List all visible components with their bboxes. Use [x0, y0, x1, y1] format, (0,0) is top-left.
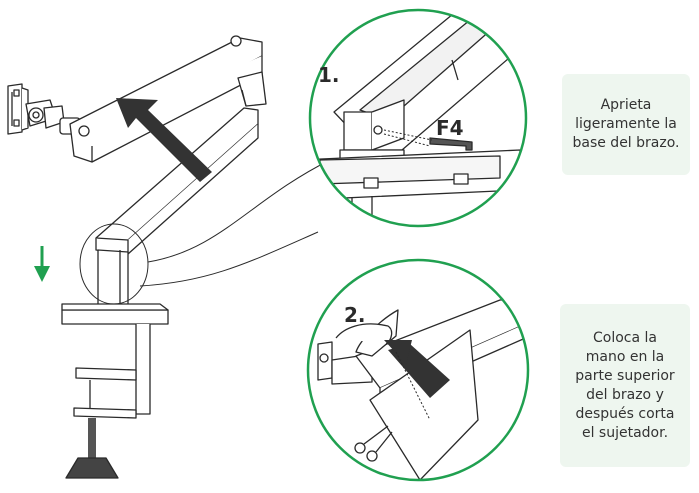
step-1-number: 1.	[318, 63, 340, 87]
detail-step-1: 1. F4	[308, 8, 528, 228]
note-2-line-3: parte superior	[575, 367, 675, 384]
pole	[97, 249, 129, 307]
zoom-connector-2	[139, 231, 319, 287]
monitor-arm-illustration	[7, 35, 267, 479]
tool-label-f4: F4	[436, 116, 464, 140]
instruction-note-2: Coloca la mano en la parte superior del …	[560, 304, 690, 467]
step-2-number: 2.	[344, 303, 366, 327]
zoom-lens	[79, 223, 149, 305]
upper-arm	[69, 35, 267, 163]
vesa-mount	[7, 83, 81, 135]
note-2-line-5: después corta	[575, 405, 675, 422]
note-2-line-1: Coloca la	[593, 329, 657, 346]
instruction-note-1: Aprieta ligeramente la base del brazo.	[562, 74, 690, 175]
note-1-line-3: base del brazo.	[572, 135, 680, 151]
scissors-icon	[354, 425, 393, 462]
desk-clamp	[61, 303, 169, 479]
note-2-line-6: el sujetador.	[581, 424, 669, 441]
note-2-line-2: mano en la	[585, 348, 665, 365]
note-1-line-2: ligeramente la	[575, 116, 677, 132]
zoom-connector-1	[147, 159, 331, 263]
push-arrow	[116, 98, 212, 182]
down-arrow-icon	[34, 246, 50, 282]
note-2-line-4: del brazo y	[586, 386, 664, 403]
detail-step-2: 2.	[306, 258, 530, 482]
note-1-line-1: Aprieta	[600, 97, 652, 113]
